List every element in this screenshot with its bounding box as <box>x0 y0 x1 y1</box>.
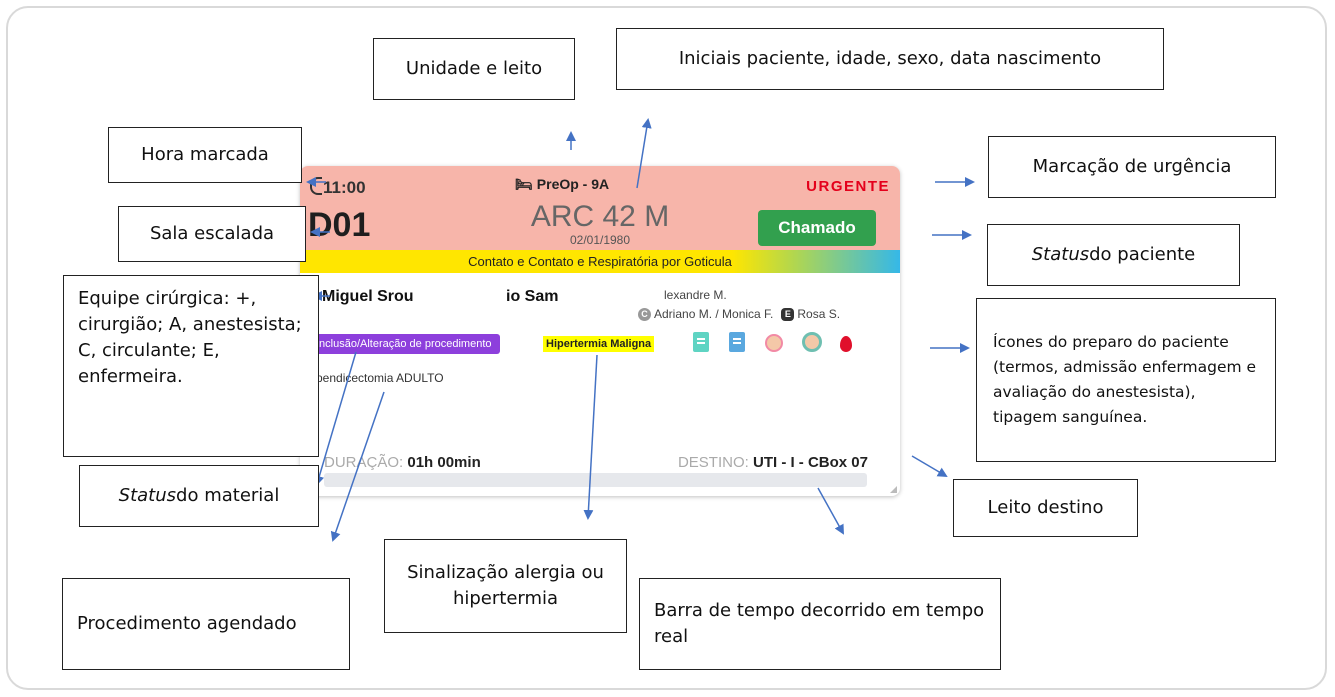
blood-type-icon[interactable] <box>840 336 852 352</box>
resize-grip-icon[interactable] <box>890 486 897 493</box>
callout-material-status-rest: do material <box>176 484 280 506</box>
nursing-admission-doc-icon[interactable] <box>729 332 745 352</box>
material-status-tag[interactable]: Inclusão/Alteração de procedimento <box>308 334 500 354</box>
arrow-elapsed-bar <box>817 487 844 535</box>
callout-urgency: Marcação de urgência <box>988 136 1276 198</box>
consent-doc-icon[interactable] <box>693 332 709 352</box>
second-surgeon: io Sam <box>506 288 559 305</box>
nurse-badge-icon: E <box>781 308 795 321</box>
arrow-procedure <box>330 391 385 542</box>
callout-patient-status-em: Status <box>1031 243 1090 265</box>
circulating-names: Adriano M. / Monica F. <box>654 307 774 321</box>
callout-room: Sala escalada <box>118 206 306 262</box>
nurse-name: Rosa S. <box>797 307 841 321</box>
patient-card[interactable]: 11:00 🛏PreOp - 9A URGENTE D01 ARC 42 M 0… <box>300 166 900 496</box>
elapsed-time-bar <box>324 473 867 487</box>
callout-scheduled-time: Hora marcada <box>108 127 302 183</box>
arrow-destination <box>911 455 948 478</box>
callout-allergy: Sinalização alergia ou hipertermia <box>384 539 627 633</box>
alert-tag: Hipertermia Maligna <box>543 336 655 352</box>
callout-procedure: Procedimento agendado <box>62 578 350 670</box>
patient-status-button[interactable]: Chamado <box>758 210 876 246</box>
callout-patient-info: Iniciais paciente, idade, sexo, data nas… <box>616 28 1164 90</box>
destination-label: DESTINO: <box>677 454 749 471</box>
callout-unit-bed: Unidade e leito <box>373 38 575 100</box>
callout-material-status: Status do material <box>79 465 319 527</box>
unit-bed-value: PreOp - 9A <box>536 176 610 192</box>
patient-birthdate: 02/01/1980 <box>569 233 631 247</box>
callout-team: Equipe cirúrgica: +, cirurgião; A, anest… <box>63 275 319 457</box>
destination-value: UTI - I - CBox 07 <box>752 454 868 471</box>
callout-patient-status: Status do paciente <box>987 224 1240 286</box>
arrow-material-status <box>314 351 357 486</box>
scheduled-time-value: 11:00 <box>323 178 366 197</box>
duration-label: DURAÇÃO: <box>324 454 404 471</box>
unit-bed: 🛏PreOp - 9A <box>515 176 609 193</box>
bed-icon: 🛏 <box>515 176 533 192</box>
procedure-name: Apendicectomia ADULTO <box>308 371 444 385</box>
card-header: 11:00 🛏PreOp - 9A URGENTE D01 ARC 42 M 0… <box>300 166 900 250</box>
anesthetist: lexandre M. <box>664 288 727 302</box>
patient-initials: ARC 42 M <box>530 200 670 233</box>
callout-elapsed-bar: Barra de tempo decorrido em tempo real <box>639 578 1001 670</box>
duration: DURAÇÃO: 01h 00min <box>324 454 481 471</box>
room-label: D01 <box>308 206 371 244</box>
circulating-badge-icon: C <box>638 308 651 321</box>
nurse-icon[interactable] <box>765 334 783 352</box>
arrow-patient-info <box>636 118 652 189</box>
callout-prep-icons: Ícones do preparo do paciente (termos, a… <box>976 298 1276 462</box>
arrow-allergy <box>583 354 598 520</box>
callout-destination-bed: Leito destino <box>953 479 1138 537</box>
urgency-badge: URGENTE <box>806 178 890 195</box>
anesthetist-icon[interactable] <box>802 332 822 352</box>
surgeon-name: Miguel Srou <box>322 288 414 305</box>
duration-value: 01h 00min <box>407 454 481 471</box>
callout-material-status-em: Status <box>118 484 177 506</box>
callout-patient-status-rest: do paciente <box>1089 243 1196 265</box>
isolation-banner: Contato e Contato e Respiratória por Got… <box>300 250 900 273</box>
destination: DESTINO: UTI - I - CBox 07 <box>678 454 868 471</box>
